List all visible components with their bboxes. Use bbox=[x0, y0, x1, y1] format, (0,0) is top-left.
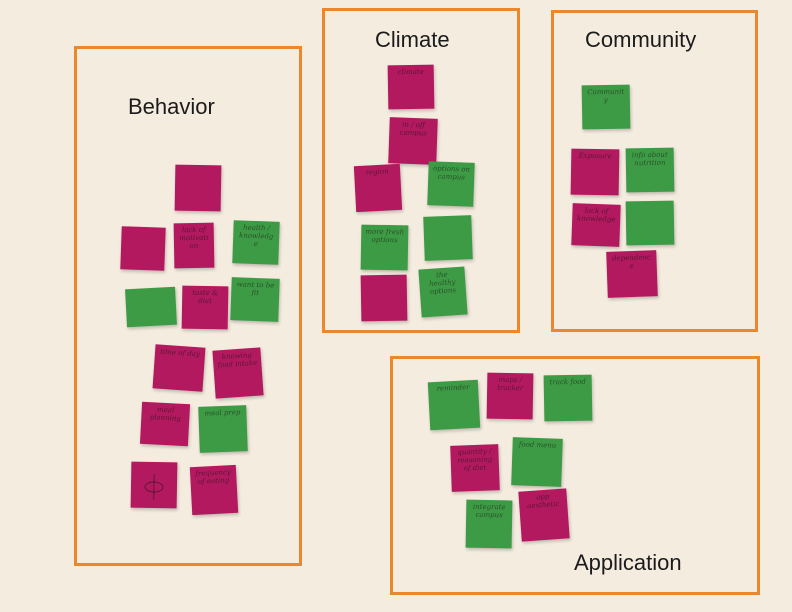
sticky-note[interactable]: reminder bbox=[427, 379, 481, 431]
sticky-note[interactable]: Community bbox=[581, 84, 631, 130]
sticky-note[interactable] bbox=[423, 215, 473, 261]
behavior-group bbox=[74, 46, 302, 566]
sticky-note[interactable]: taste & diet bbox=[181, 285, 229, 330]
behavior-title: Behavior bbox=[128, 94, 215, 119]
sticky-note[interactable]: lack of knowledge bbox=[571, 203, 621, 247]
sticky-note[interactable] bbox=[174, 164, 222, 212]
sticky-note[interactable]: in / off campus bbox=[388, 117, 438, 165]
sticky-note[interactable]: maps / tracker bbox=[486, 372, 534, 420]
climate-group bbox=[322, 8, 520, 333]
sticky-note[interactable]: meal prep bbox=[198, 405, 248, 453]
sticky-note[interactable] bbox=[360, 274, 408, 322]
application-title: Application bbox=[574, 550, 682, 575]
sticky-note[interactable]: food menu bbox=[511, 437, 563, 487]
sticky-note[interactable]: quantity / reasoning of diet bbox=[450, 444, 500, 492]
sticky-note[interactable]: want to be fit bbox=[230, 277, 280, 322]
sticky-note[interactable]: dependence bbox=[606, 250, 658, 298]
community-group bbox=[551, 10, 758, 332]
sketch-icon bbox=[144, 473, 164, 501]
climate-title: Climate bbox=[375, 27, 450, 52]
sticky-note[interactable]: frequency of eating bbox=[189, 464, 239, 516]
sticky-note[interactable]: info about nutrition bbox=[625, 147, 675, 193]
sticky-note[interactable]: app aesthetic bbox=[518, 488, 570, 542]
sticky-note[interactable]: climate bbox=[387, 64, 435, 110]
sticky-note[interactable]: lack of motivation bbox=[173, 222, 215, 269]
sticky-note[interactable]: time of day bbox=[152, 344, 206, 392]
sticky-note[interactable]: Exposure bbox=[570, 148, 620, 196]
sticky-note[interactable] bbox=[125, 286, 177, 328]
sticky-note[interactable]: options on campus bbox=[427, 161, 475, 207]
sticky-note[interactable] bbox=[625, 200, 675, 246]
sticky-note[interactable]: the healthy options bbox=[418, 266, 468, 318]
sticky-note[interactable] bbox=[130, 461, 178, 509]
sticky-note[interactable]: more fresh options bbox=[360, 224, 409, 271]
sticky-note[interactable]: track food bbox=[543, 374, 593, 422]
community-title: Community bbox=[585, 27, 697, 52]
application-group bbox=[390, 356, 760, 595]
sticky-note[interactable]: health / knowledge bbox=[232, 220, 280, 265]
sticky-note[interactable]: integrate campus bbox=[465, 499, 513, 549]
sticky-note[interactable]: meal planning bbox=[139, 401, 191, 447]
sticky-note[interactable]: region bbox=[353, 163, 403, 213]
sticky-note[interactable] bbox=[120, 226, 166, 271]
sticky-note[interactable]: knowing food intake bbox=[212, 347, 264, 399]
